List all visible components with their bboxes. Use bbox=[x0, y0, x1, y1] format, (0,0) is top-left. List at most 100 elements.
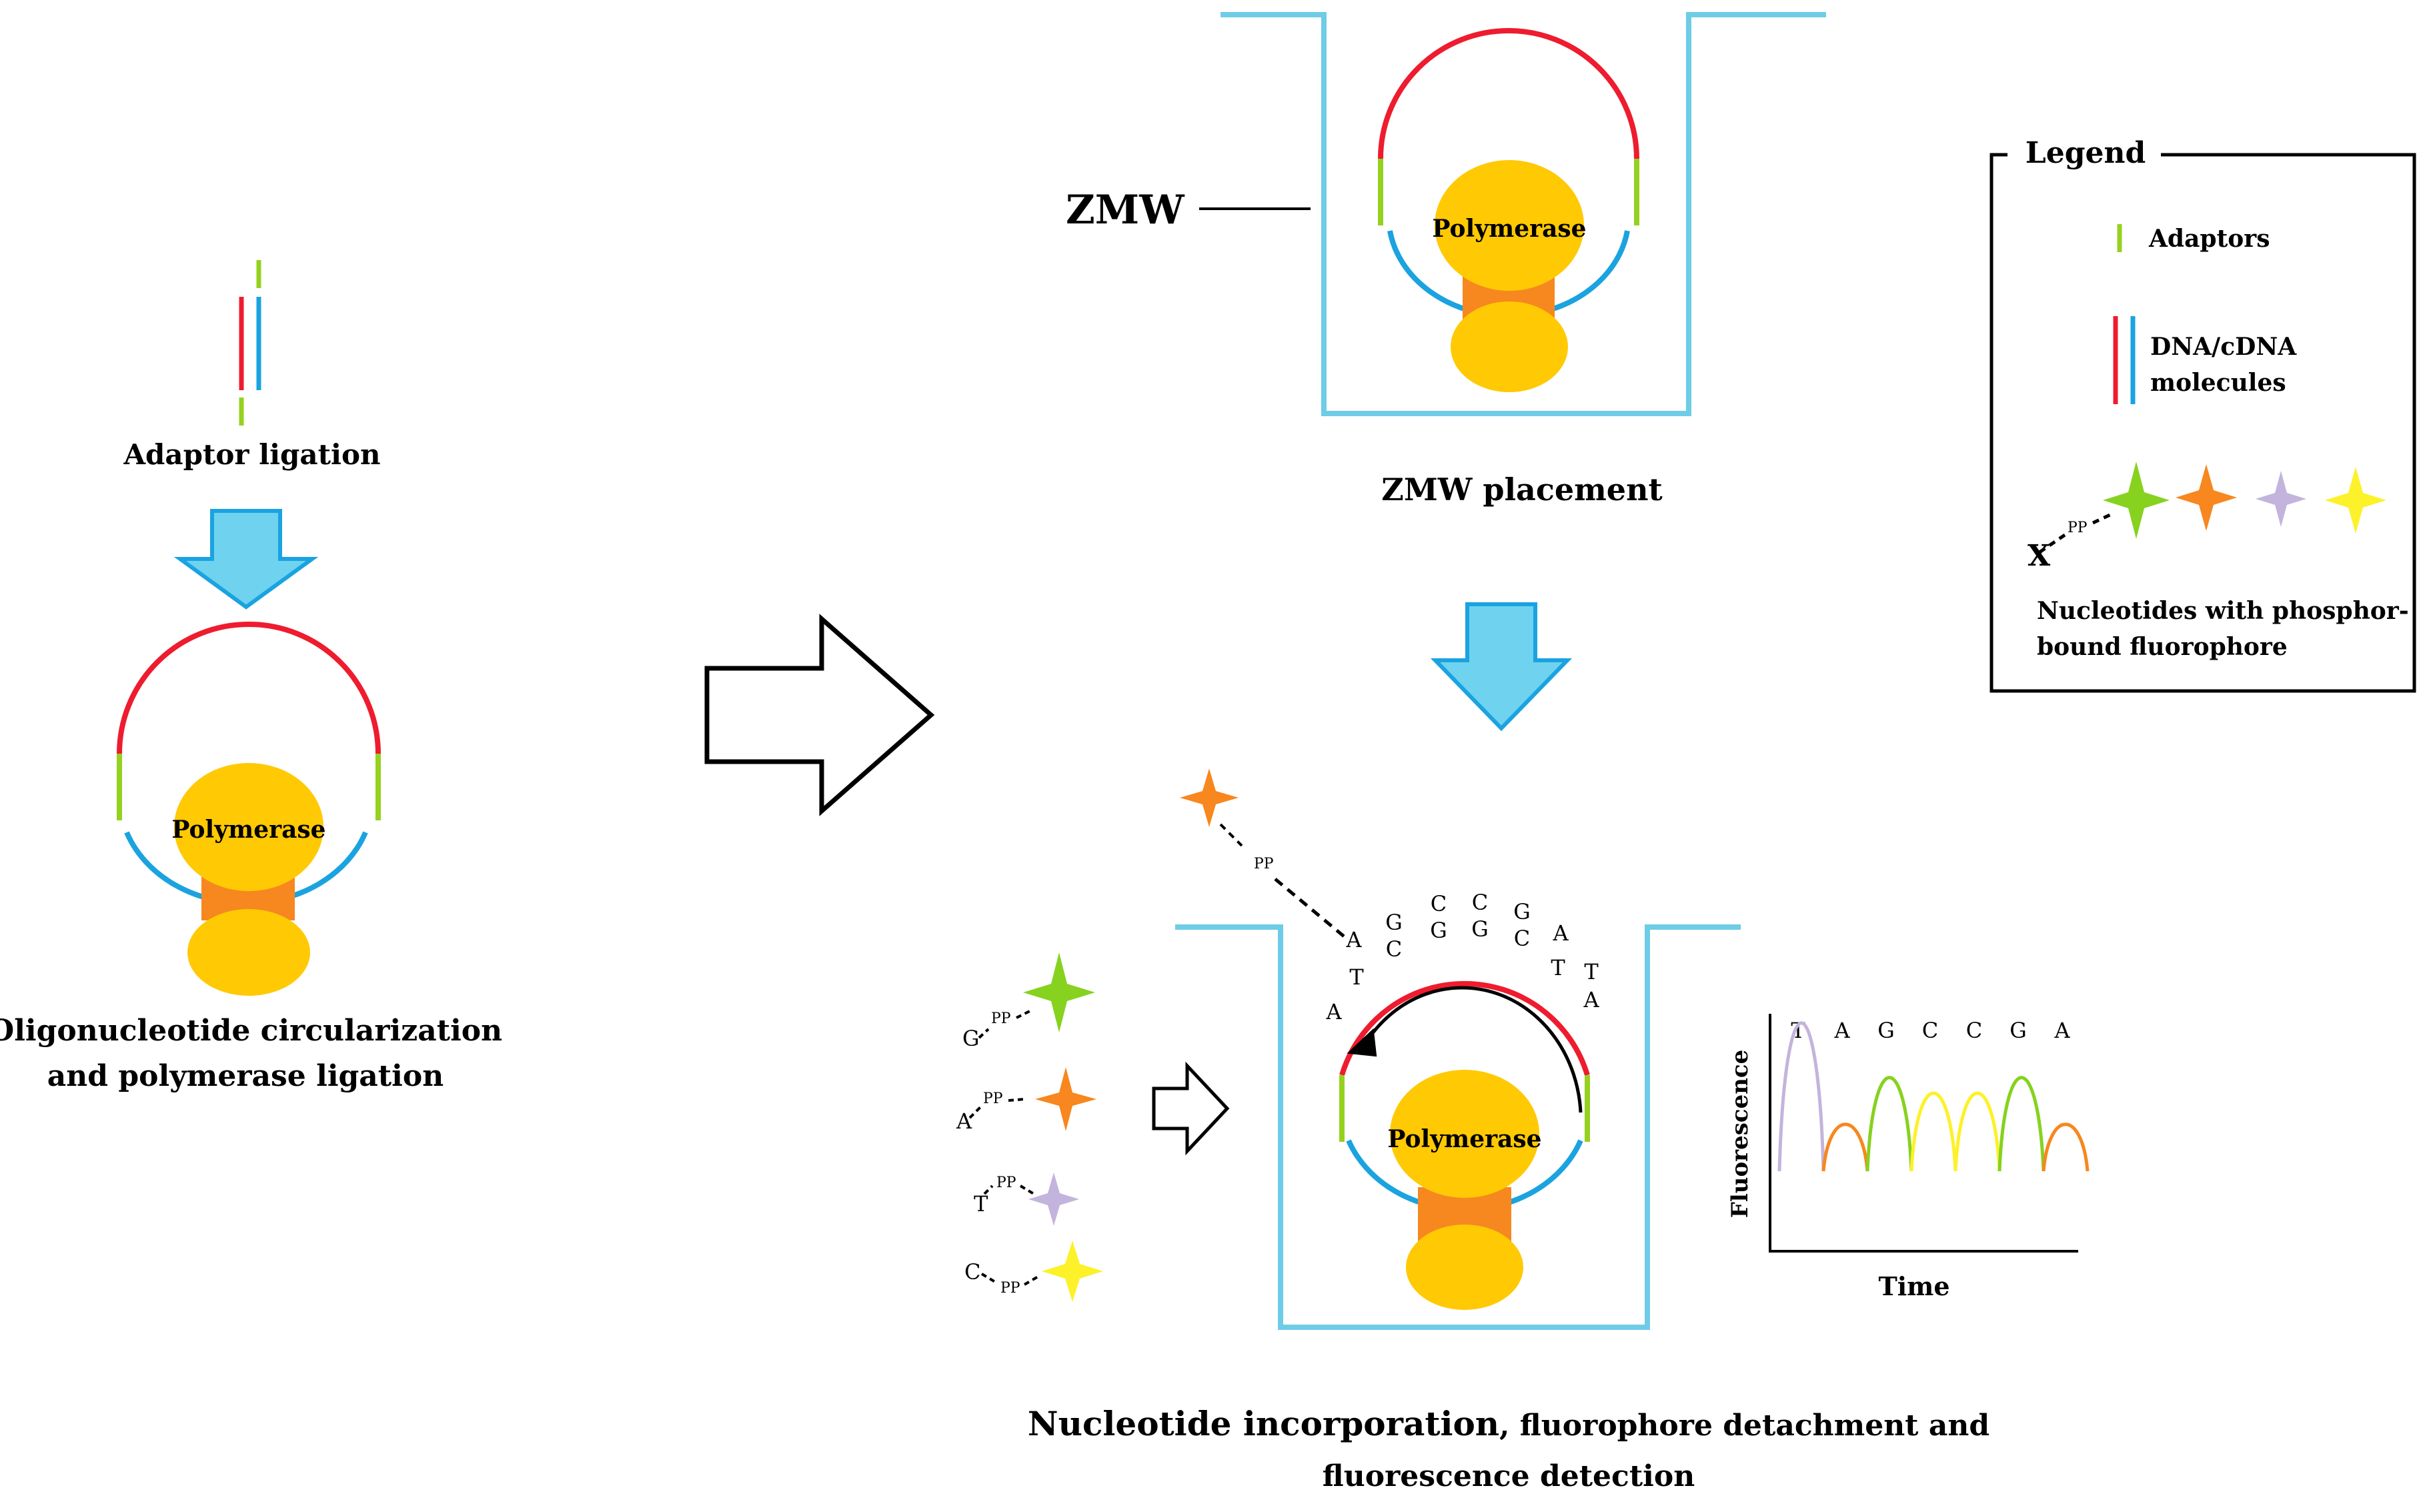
chart-category-label: C bbox=[1966, 1018, 1982, 1043]
circle-red-arc bbox=[117, 622, 381, 754]
incoming-star-orange bbox=[1180, 768, 1239, 827]
free-nucleotide-t: T PP bbox=[974, 1173, 1079, 1226]
polymerase-label-1: Polymerase bbox=[171, 816, 325, 844]
strand-letter: C bbox=[1431, 891, 1447, 916]
circularization-label-line2: and polymerase ligation bbox=[47, 1059, 444, 1093]
incorporation-label-line1: Nucleotide incorporation, fluorophore de… bbox=[1028, 1404, 1989, 1443]
circular-molecule-2: Polymerase bbox=[1378, 28, 1639, 392]
polymerase-bottom-3 bbox=[1406, 1225, 1523, 1310]
incoming-linker-2 bbox=[1274, 878, 1349, 940]
free-star-green bbox=[1023, 952, 1095, 1032]
polymerase-bottom-2 bbox=[1451, 301, 1568, 392]
legend-title: Legend bbox=[2026, 136, 2146, 170]
circular-molecule-3: Polymerase bbox=[1339, 980, 1590, 1310]
zmw-well-top bbox=[1221, 12, 1826, 416]
chart-peak bbox=[1777, 1021, 1825, 1172]
adaptor-ligation-panel: Adaptor ligation Polymerase Oligonucleot… bbox=[0, 260, 502, 1093]
strand-letter: G bbox=[1430, 918, 1447, 943]
legend-linker-1 bbox=[2038, 533, 2066, 554]
free-pp-g: PP bbox=[991, 1010, 1011, 1027]
incorporation-label-rest: , fluorophore detachment and bbox=[1499, 1409, 1989, 1443]
chart-peak bbox=[1865, 1076, 1913, 1172]
chart-x-label: Time bbox=[1878, 1271, 1949, 1301]
circularization-label-line1: Oligonucleotide circularization bbox=[0, 1014, 502, 1048]
strand-letter: T bbox=[1551, 955, 1565, 980]
polymerase-label-2: Polymerase bbox=[1432, 215, 1586, 243]
adaptor-ligation-label: Adaptor ligation bbox=[123, 438, 380, 471]
legend-pp: PP bbox=[2068, 520, 2088, 536]
strand-letter: T bbox=[1349, 964, 1364, 990]
strand-letter: G bbox=[1385, 910, 1403, 935]
incorporation-panel: G PP A PP T PP C PP bbox=[956, 768, 2090, 1330]
zmw-placement-label: ZMW placement bbox=[1381, 472, 1663, 508]
chart-category-label: A bbox=[2054, 1018, 2070, 1043]
strand-letter: A bbox=[1583, 987, 1599, 1012]
free-base-c: C bbox=[964, 1259, 980, 1285]
down-arrow-2 bbox=[1430, 602, 1573, 732]
incorporation-label-bold: Nucleotide incorporation bbox=[1028, 1404, 1499, 1443]
strand-letters: A T A G C C G C G G C A T T A bbox=[1325, 890, 1599, 1024]
legend-star-lilac bbox=[2256, 471, 2306, 527]
legend-star-yellow bbox=[2325, 467, 2386, 534]
legend-box: Legend Adaptors DNA/cDNA molecules X PP … bbox=[1989, 136, 2416, 693]
free-pp-t: PP bbox=[996, 1175, 1016, 1191]
circular-molecule-1: Polymerase bbox=[117, 622, 381, 996]
small-right-arrow bbox=[1152, 1061, 1230, 1156]
incoming-pp: PP bbox=[1254, 856, 1274, 872]
chart-category-label: G bbox=[2009, 1018, 2027, 1043]
free-pp-a: PP bbox=[983, 1090, 1003, 1107]
strand-letter: C bbox=[1472, 890, 1488, 915]
chart-peak bbox=[1821, 1122, 1869, 1172]
strand-letter: C bbox=[1386, 936, 1402, 962]
polymerase-2 bbox=[1435, 160, 1584, 291]
chart-peak bbox=[1997, 1076, 2046, 1172]
zmw-label: ZMW bbox=[1066, 187, 1185, 233]
strand-letter: A bbox=[1552, 920, 1569, 946]
rotation-arrow bbox=[1365, 986, 1583, 1113]
legend-star-orange bbox=[2176, 464, 2237, 531]
legend-x-label: X bbox=[2028, 539, 2051, 573]
big-right-arrow bbox=[704, 614, 935, 816]
legend-adaptors: Adaptors bbox=[2148, 225, 2270, 253]
strand-letter: G bbox=[1471, 916, 1489, 942]
polymerase-3 bbox=[1390, 1070, 1539, 1198]
legend-dna-line1: DNA/cDNA bbox=[2150, 333, 2297, 361]
free-star-lilac bbox=[1028, 1173, 1079, 1226]
polymerase-label-3: Polymerase bbox=[1387, 1125, 1541, 1153]
free-star-yellow bbox=[1042, 1241, 1103, 1302]
chart-category-label: G bbox=[1877, 1018, 1895, 1043]
chart-category-label: C bbox=[1922, 1018, 1938, 1043]
chart-category-label: A bbox=[1833, 1018, 1850, 1043]
zmw-well-bottom bbox=[1175, 924, 1741, 1330]
chart-y-label: Fluorescence bbox=[1727, 1050, 1753, 1219]
polymerase-1 bbox=[174, 763, 323, 891]
strand-letter: A bbox=[1325, 999, 1342, 1024]
chart-peak bbox=[1953, 1091, 2001, 1172]
strand-letter: G bbox=[1513, 899, 1531, 924]
strand-letter: C bbox=[1514, 926, 1530, 951]
incoming-linker-1 bbox=[1219, 823, 1243, 847]
legend-nucleotides-line1: Nucleotides with phosphor- bbox=[2037, 597, 2409, 625]
free-star-orange bbox=[1035, 1067, 1096, 1131]
incorporation-label-line2: fluorescence detection bbox=[1323, 1459, 1695, 1493]
legend-frame bbox=[1989, 153, 2416, 693]
legend-nucleotides-line2: bound fluorophore bbox=[2037, 633, 2288, 661]
rotation-arrowhead bbox=[1347, 1028, 1377, 1057]
free-base-g: G bbox=[962, 1026, 980, 1051]
chart-peak bbox=[2042, 1122, 2090, 1172]
strand-letter: A bbox=[1345, 927, 1362, 952]
chart-peaks bbox=[1777, 1021, 2090, 1172]
polymerase-bottom-1 bbox=[187, 909, 310, 996]
free-base-a: A bbox=[956, 1108, 972, 1134]
free-nucleotide-a: A PP bbox=[956, 1067, 1096, 1134]
legend-star-green bbox=[2103, 462, 2170, 539]
free-nucleotide-g: G PP bbox=[962, 952, 1095, 1051]
down-arrow-1 bbox=[173, 509, 319, 610]
free-base-t: T bbox=[974, 1191, 988, 1217]
free-nucleotide-c: C PP bbox=[964, 1241, 1103, 1302]
strand-letter: T bbox=[1584, 959, 1599, 984]
